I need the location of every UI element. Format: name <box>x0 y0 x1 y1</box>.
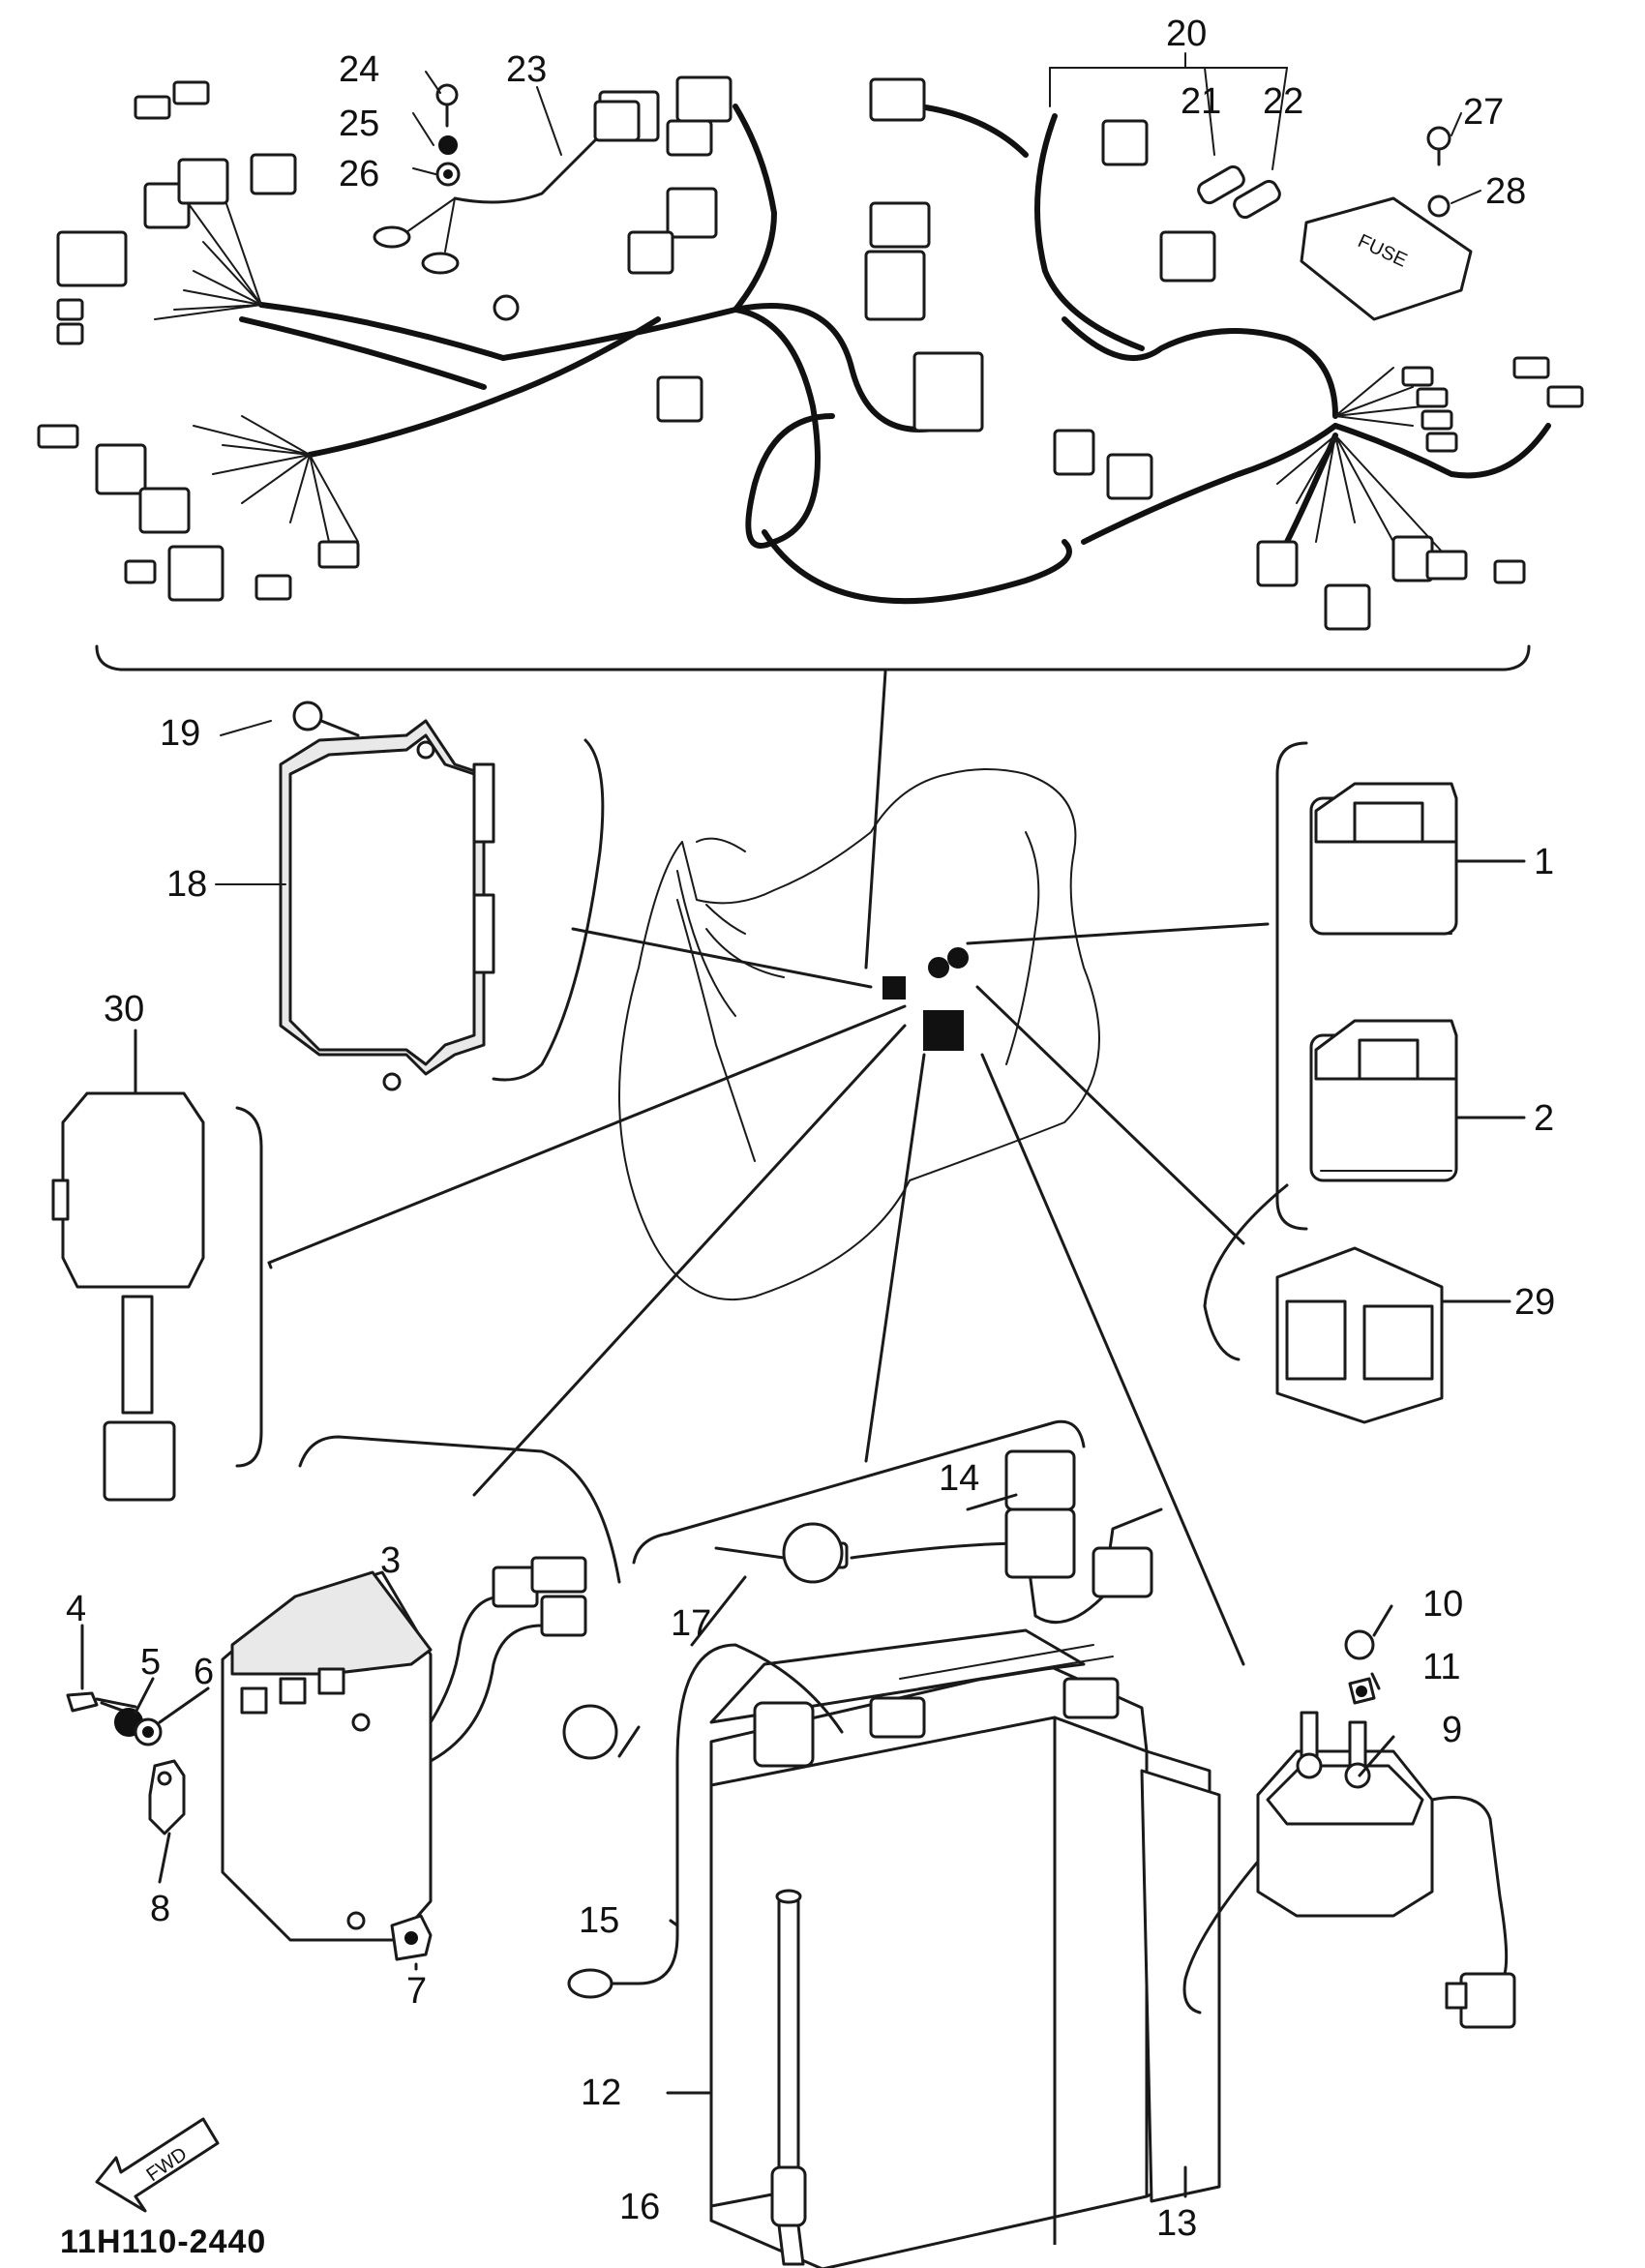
callout-29: 29 <box>1514 1282 1555 1323</box>
motorcycle-outline <box>618 768 1100 1301</box>
callout-16: 16 <box>619 2187 660 2227</box>
callout-15: 15 <box>579 1900 619 1941</box>
forward-arrow: FWD <box>95 2117 220 2213</box>
callout-2: 2 <box>1534 1098 1554 1139</box>
callout-12: 12 <box>581 2073 621 2113</box>
callout-22: 22 <box>1263 81 1303 122</box>
cdi-unit-group <box>279 701 605 1091</box>
callout-25: 25 <box>339 104 379 144</box>
rectifier-group <box>66 1435 621 1971</box>
battery-group <box>562 1419 1221 2268</box>
callout-leaders <box>135 52 1481 1094</box>
starter-relay-group <box>1203 1183 1511 1424</box>
callout-6: 6 <box>194 1652 214 1692</box>
callout-1: 1 <box>1534 842 1554 882</box>
callout-18: 18 <box>166 864 207 905</box>
callout-24: 24 <box>339 49 379 90</box>
relay-group <box>1275 741 1526 1231</box>
callout-14: 14 <box>939 1458 979 1499</box>
earth-lead-group <box>373 83 641 275</box>
callout-19: 19 <box>160 713 200 754</box>
callout-20: 20 <box>1166 14 1207 54</box>
leader-lines <box>267 670 1270 1666</box>
callout-30: 30 <box>104 989 144 1030</box>
callout-27: 27 <box>1463 92 1504 133</box>
callout-4: 4 <box>66 1589 86 1629</box>
flasher-relay-group <box>51 1029 273 1502</box>
callout-8: 8 <box>150 1889 170 1929</box>
callout-5: 5 <box>140 1642 161 1683</box>
wire-harness-group <box>37 75 1584 671</box>
starter-solenoid-group <box>1182 1604 1516 2029</box>
callout-28: 28 <box>1485 171 1526 212</box>
callout-17: 17 <box>671 1603 711 1644</box>
callout-13: 13 <box>1156 2203 1197 2244</box>
callout-7: 7 <box>406 1971 427 2012</box>
callout-26: 26 <box>339 154 379 194</box>
callout-21: 21 <box>1181 81 1221 122</box>
callout-9: 9 <box>1442 1710 1462 1750</box>
fuse-group: FUSE <box>1197 126 1473 321</box>
callout-11: 11 <box>1422 1647 1460 1687</box>
drawing-code: 11H110-2440 <box>60 2223 266 2260</box>
callout-3: 3 <box>380 1540 401 1581</box>
callout-23: 23 <box>506 49 547 90</box>
callout-10: 10 <box>1422 1584 1463 1625</box>
